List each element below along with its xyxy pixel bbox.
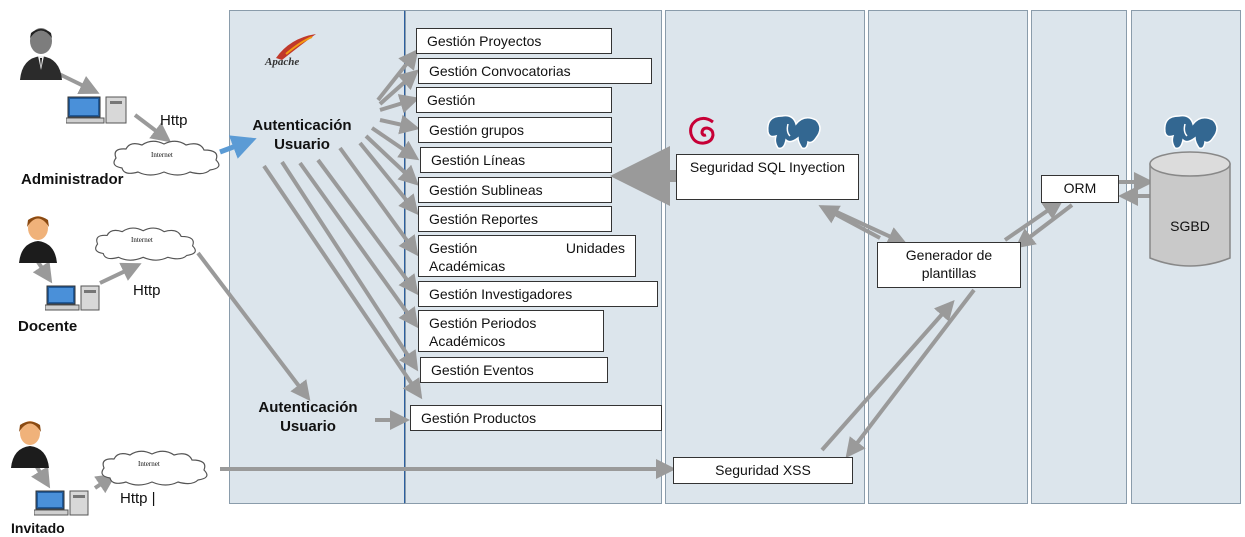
postgresql-elephant-icon — [767, 114, 821, 150]
admin-cloud-label: Internet — [151, 151, 173, 159]
sgbd-database-cylinder — [1149, 151, 1231, 267]
docente-cloud-label: Internet — [131, 236, 153, 244]
apache-feather-icon — [276, 34, 316, 60]
module-eventos: Gestión Eventos — [420, 357, 608, 383]
security-lane — [665, 10, 865, 504]
invitado-cloud-label: Internet — [138, 460, 160, 468]
module-gestion: Gestión — [416, 87, 612, 113]
docente-user-icon — [19, 216, 57, 263]
template-generator-box: Generador de plantillas — [877, 242, 1021, 288]
orm-box: ORM — [1041, 175, 1119, 203]
invitado-user-icon — [11, 421, 49, 468]
module-unidades-academicas: Gestión Unidades Académicas — [418, 235, 636, 277]
module-sublineas: Gestión Sublineas — [418, 177, 612, 203]
module-reportes: Gestión Reportes — [418, 206, 612, 232]
module-proyectos: Gestión Proyectos — [416, 28, 612, 54]
xss-security-box: Seguridad XSS — [673, 457, 853, 484]
sgbd-label: SGBD — [1170, 218, 1210, 234]
docente-computer-icon — [45, 285, 100, 311]
invitado-label: Invitado — [11, 520, 65, 536]
administrator-user-icon — [20, 28, 62, 80]
sql-injection-security-box: Seguridad SQL Inyection — [676, 154, 859, 200]
invitado-http-label: Http | — [120, 490, 156, 507]
module-investigadores: Gestión Investigadores — [418, 281, 658, 307]
debian-swirl-icon — [689, 116, 715, 145]
database-postgresql-icon — [1164, 114, 1218, 150]
module-grupos: Gestión grupos — [418, 117, 612, 143]
module-convocatorias: Gestión Convocatorias — [418, 58, 652, 84]
docente-http-label: Http — [133, 282, 161, 299]
apache-logo-text: Apache — [265, 56, 300, 68]
invitado-internet-cloud-icon — [101, 450, 208, 486]
orm-lane — [1031, 10, 1127, 504]
auth-bottom-label: Autenticación Usuario — [258, 399, 358, 435]
docente-internet-cloud-icon — [95, 227, 196, 261]
administrator-label: Administrador — [21, 171, 124, 188]
module-periodos-academicos: Gestión Periodos Académicos — [418, 310, 604, 352]
invitado-computer-icon — [34, 490, 89, 516]
auth-top-label: Autenticación Usuario — [252, 117, 352, 153]
module-lineas: Gestión Líneas — [420, 147, 612, 173]
admin-internet-cloud-icon — [113, 140, 220, 176]
docente-label: Docente — [18, 318, 78, 335]
administrator-computer-icon — [66, 96, 127, 124]
module-productos: Gestión Productos — [410, 405, 662, 431]
admin-http-label: Http — [160, 112, 188, 129]
